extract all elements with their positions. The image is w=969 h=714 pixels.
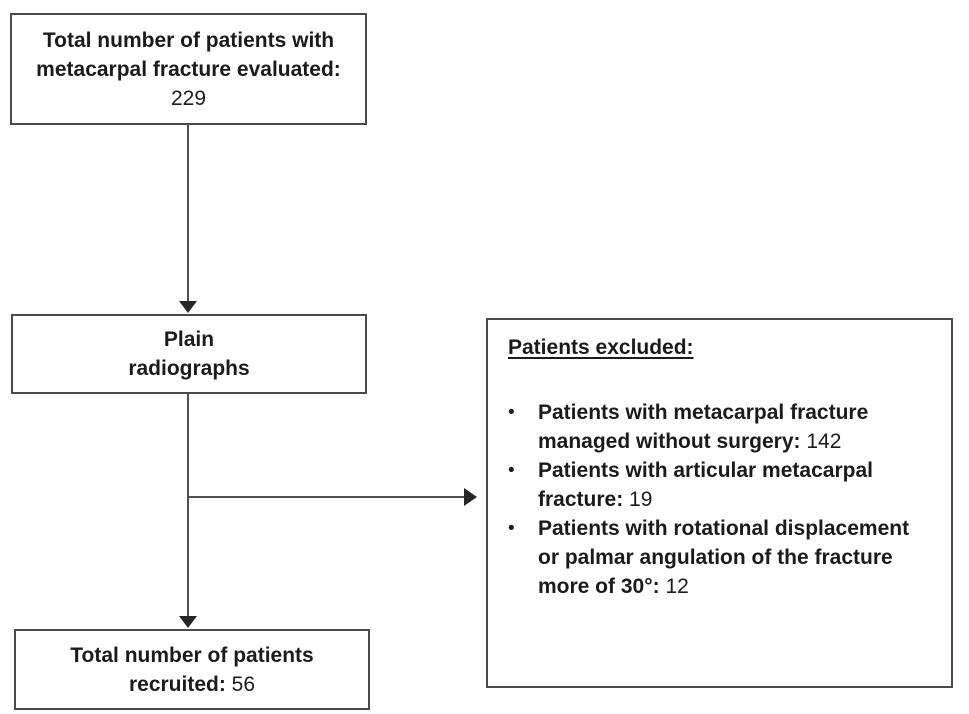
- excluded-item-text: Patients with metacarpal fracture manage…: [538, 398, 935, 456]
- plain-radiographs-box: Plain radiographs: [11, 314, 367, 394]
- patients-excluded-list: • Patients with metacarpal fracture mana…: [508, 398, 935, 601]
- excluded-item-label: Patients with rotational displacement or…: [538, 517, 910, 598]
- bullet-icon: •: [508, 402, 515, 423]
- bullet-icon: •: [508, 518, 515, 539]
- patients-excluded-title: Patients excluded:: [508, 336, 694, 359]
- connector-line-bottom: [187, 394, 189, 617]
- recruited-patients-count: 56: [231, 672, 256, 696]
- excluded-item-count: 19: [629, 488, 653, 511]
- excluded-item-label: Patients with metacarpal fracture manage…: [538, 401, 869, 453]
- excluded-item-no-surgery: • Patients with metacarpal fracture mana…: [508, 398, 935, 456]
- evaluated-patients-box: Total number of patients with metacarpal…: [10, 13, 367, 125]
- plain-radiographs-line2: radiographs: [128, 357, 250, 380]
- arrow-right-icon: [464, 488, 477, 506]
- recruited-patients-label: Total number of patients recruited:: [70, 643, 314, 696]
- evaluated-patients-text: Total number of patients with metacarpal…: [24, 26, 353, 113]
- plain-radiographs-line1: Plain: [163, 328, 215, 351]
- connector-line-top: [187, 125, 189, 302]
- recruited-patients-box: Total number of patients recruited: 56: [14, 629, 370, 710]
- excluded-item-text: Patients with articular metacarpal fract…: [538, 456, 935, 514]
- arrow-down-icon: [179, 301, 197, 313]
- excluded-item-text: Patients with rotational displacement or…: [538, 514, 935, 601]
- excluded-item-rotational: • Patients with rotational displacement …: [508, 514, 935, 601]
- recruited-patients-text: Total number of patients recruited: 56: [28, 641, 356, 699]
- excluded-item-articular: • Patients with articular metacarpal fra…: [508, 456, 935, 514]
- excluded-item-count: 142: [806, 430, 842, 453]
- excluded-item-label: Patients with articular metacarpal fract…: [538, 459, 873, 511]
- bullet-icon: •: [508, 460, 515, 481]
- excluded-item-count: 12: [665, 575, 689, 598]
- arrow-down-icon: [179, 616, 197, 628]
- evaluated-patients-label: Total number of patients with metacarpal…: [36, 28, 341, 81]
- connector-line-branch: [188, 496, 464, 498]
- patients-excluded-box: Patients excluded: • Patients with metac…: [486, 318, 953, 688]
- evaluated-patients-count: 229: [170, 86, 207, 110]
